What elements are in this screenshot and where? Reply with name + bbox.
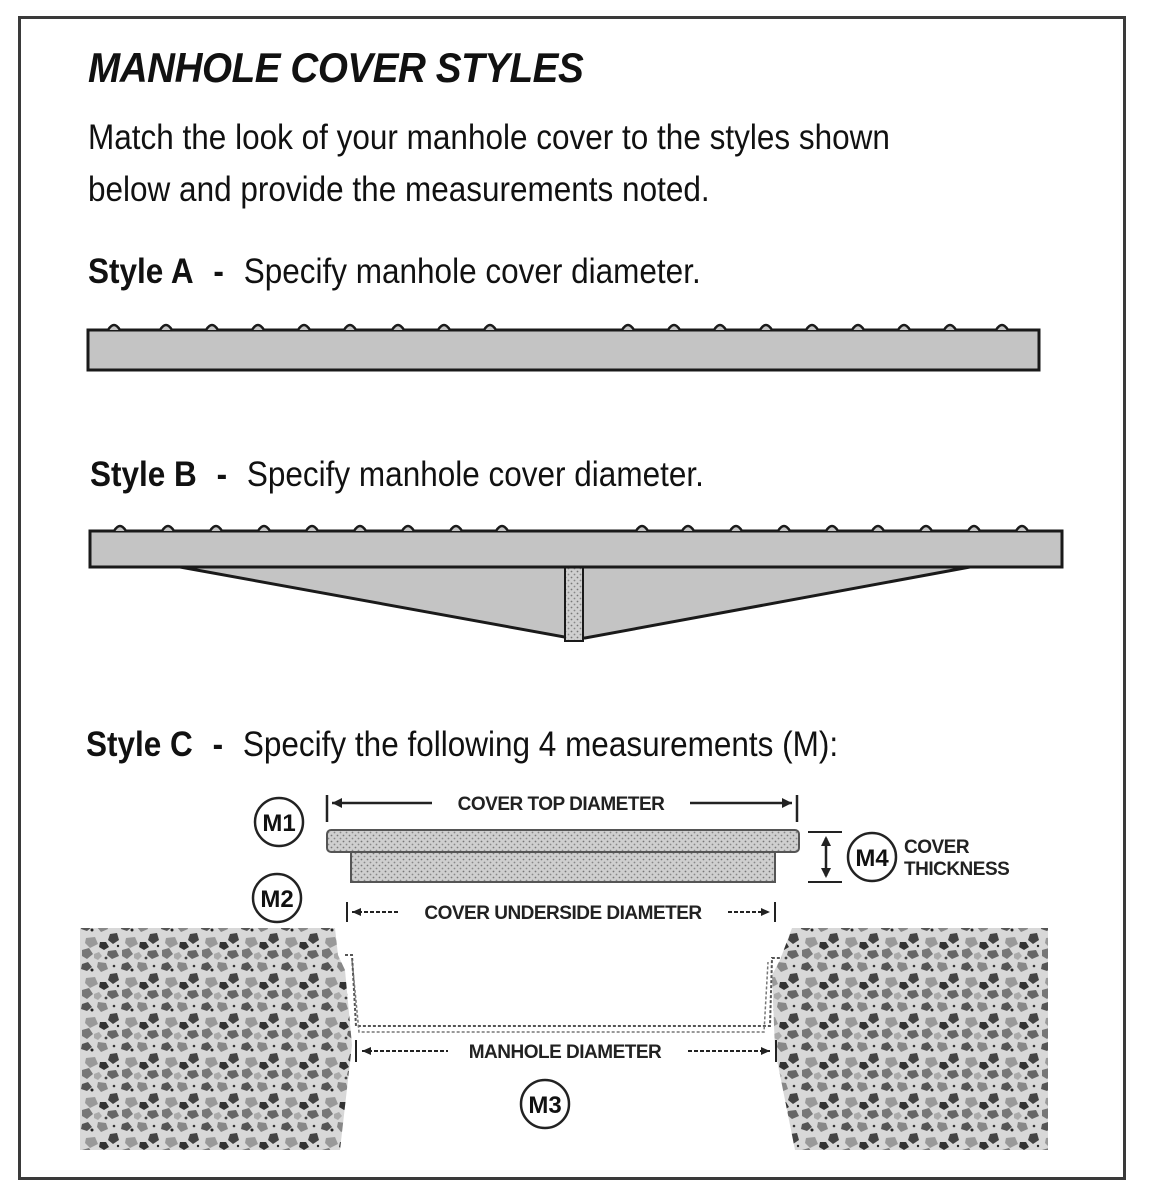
m4-arrow-down: [821, 868, 831, 878]
intro-line-1: Match the look of your manhole cover to …: [88, 118, 890, 157]
style-a-heading: Style A-Specify manhole cover diameter.: [88, 252, 701, 292]
concrete-right: [772, 928, 1048, 1150]
manhole-seat-outline: [345, 954, 782, 1027]
style-c-cover-top: [326, 829, 800, 853]
style-b-cover: [88, 524, 1064, 642]
style-c-dash: -: [212, 725, 224, 764]
style-b-name: Style B: [90, 455, 197, 494]
m3-arrow-left: [362, 1047, 371, 1055]
m2-arrow-left: [352, 908, 361, 916]
style-a-name: Style A: [88, 252, 194, 291]
style-b-center-post: [564, 566, 584, 642]
intro-line-2: below and provide the measurements noted…: [88, 170, 710, 209]
cover-thickness-label-1: COVER: [904, 837, 970, 858]
m2-label: M2: [260, 886, 293, 913]
style-c-name: Style C: [86, 725, 193, 764]
style-c-heading: Style C-Specify the following 4 measurem…: [86, 725, 838, 765]
page-title: MANHOLE COVER STYLES: [88, 44, 584, 91]
style-b-heading: Style B-Specify manhole cover diameter.: [90, 455, 704, 495]
style-b-cover-body: [88, 529, 1064, 569]
m1-label: M1: [262, 810, 295, 837]
m3-label: M3: [528, 1092, 561, 1119]
cover-underside-diameter-label: COVER UNDERSIDE DIAMETER: [424, 903, 702, 924]
m2-badge: [251, 872, 303, 924]
cover-top-diameter-label: COVER TOP DIAMETER: [458, 794, 665, 815]
cover-thickness-label-2: THICKNESS: [904, 859, 1009, 880]
m4-label: M4: [855, 845, 889, 872]
m4-arrow-up: [821, 836, 831, 846]
style-b-text: Specify manhole cover diameter.: [246, 455, 704, 494]
m1-badge: [253, 796, 305, 848]
style-a-cover: [86, 323, 1041, 372]
m1-arrow-right: [782, 798, 792, 808]
style-a-text: Specify manhole cover diameter.: [243, 252, 701, 291]
manhole-seat-inner-outline: [351, 959, 769, 1033]
style-b-bumps: [112, 524, 1030, 532]
manhole-diameter-label: MANHOLE DIAMETER: [469, 1042, 662, 1063]
style-c-text: Specify the following 4 measurements (M)…: [242, 725, 839, 764]
style-a-dash: -: [213, 252, 224, 291]
m2-arrow-right: [761, 908, 770, 916]
style-c-diagram: COVER TOP DIAMETER M1 M4 COVER THICKNESS…: [80, 794, 1048, 1150]
style-c-cover-underside: [350, 851, 776, 883]
style-a-bumps: [106, 323, 1010, 331]
m3-arrow-right: [761, 1047, 770, 1055]
m3-badge: [519, 1078, 571, 1130]
style-a-cover-body: [86, 328, 1041, 372]
intro-text: Match the look of your manhole cover to …: [88, 112, 952, 216]
concrete-left: [80, 928, 352, 1150]
style-b-dash: -: [216, 455, 228, 494]
m4-badge: [846, 831, 898, 883]
figure-frame: [18, 16, 1126, 1180]
m1-arrow-left: [332, 798, 342, 808]
